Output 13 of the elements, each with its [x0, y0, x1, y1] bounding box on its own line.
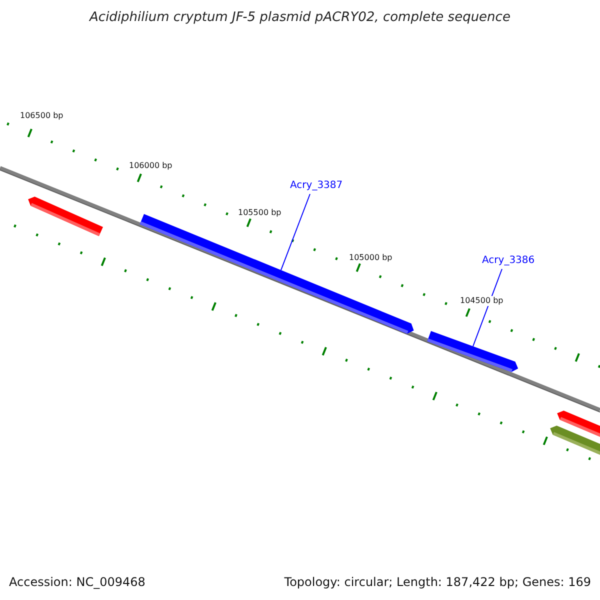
- leader-line: [472, 268, 502, 347]
- gene-label: Acry_3387: [290, 181, 343, 191]
- gene-label: Acry_3386: [482, 256, 535, 266]
- scale-label: 105500 bp: [237, 208, 282, 218]
- gene-arrow: [427, 331, 518, 372]
- title: Acidiphilium cryptum JF-5 plasmid pACRY02, complete sequence: [88, 11, 512, 24]
- scale-label: 104500 bp: [459, 296, 504, 306]
- leader-line: [280, 194, 310, 271]
- scale-label: 106000 bp: [128, 161, 174, 171]
- scale-label: 106500 bp: [19, 111, 64, 121]
- footer-text: Accession: NC_009468: [9, 576, 146, 588]
- footer-text: Topology: circular; Length: 187,422 bp; Genes: 169: [284, 576, 591, 588]
- scale-label: 105000 bp: [348, 253, 394, 263]
